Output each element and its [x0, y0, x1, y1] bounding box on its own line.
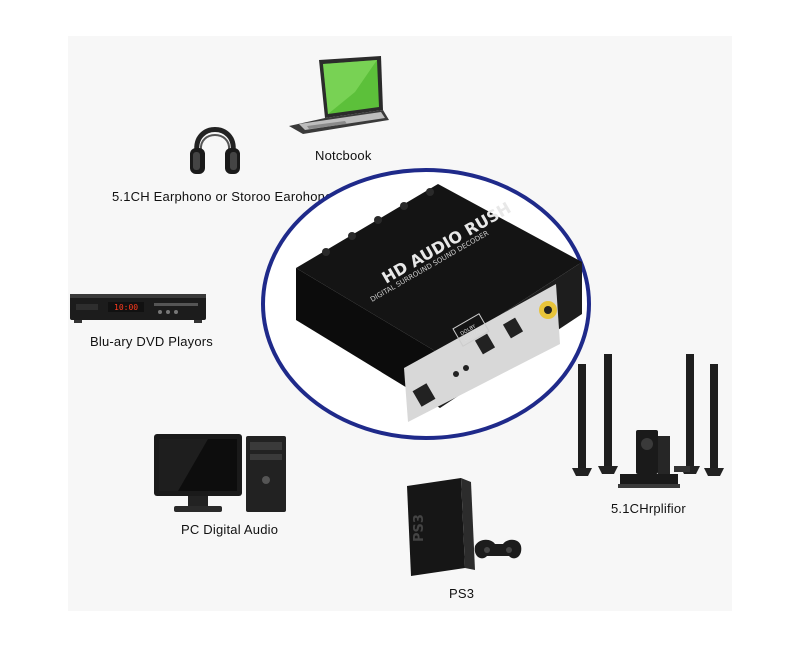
- amplifier-label: 5.1CHrplifior: [611, 501, 686, 516]
- earphone-label: 5.1CH Earphono or Storoo Earohono: [112, 189, 333, 204]
- pc-label: PC Digital Audio: [181, 522, 279, 537]
- pc-image: [154, 434, 286, 512]
- ps3-image: PS3: [407, 478, 522, 576]
- dvd-display-text: 10:00: [114, 303, 138, 312]
- headphones-image: [190, 127, 240, 174]
- speaker-system-image: [572, 354, 724, 488]
- notebook-image: [289, 56, 389, 134]
- svg-text:PS3: PS3: [412, 514, 427, 542]
- dvd-label: Blu-ary DVD Playors: [90, 334, 213, 349]
- port-panel: [404, 284, 560, 422]
- decoder-image: HD AUDIO RUSH DIGITAL SURROUND SOUND DEC…: [261, 168, 591, 440]
- ps3-label: PS3: [449, 586, 475, 601]
- dvd-player-image: 10:00: [70, 294, 206, 323]
- decoder-body-top: [296, 184, 582, 354]
- notebook-label: Notcbook: [315, 148, 372, 163]
